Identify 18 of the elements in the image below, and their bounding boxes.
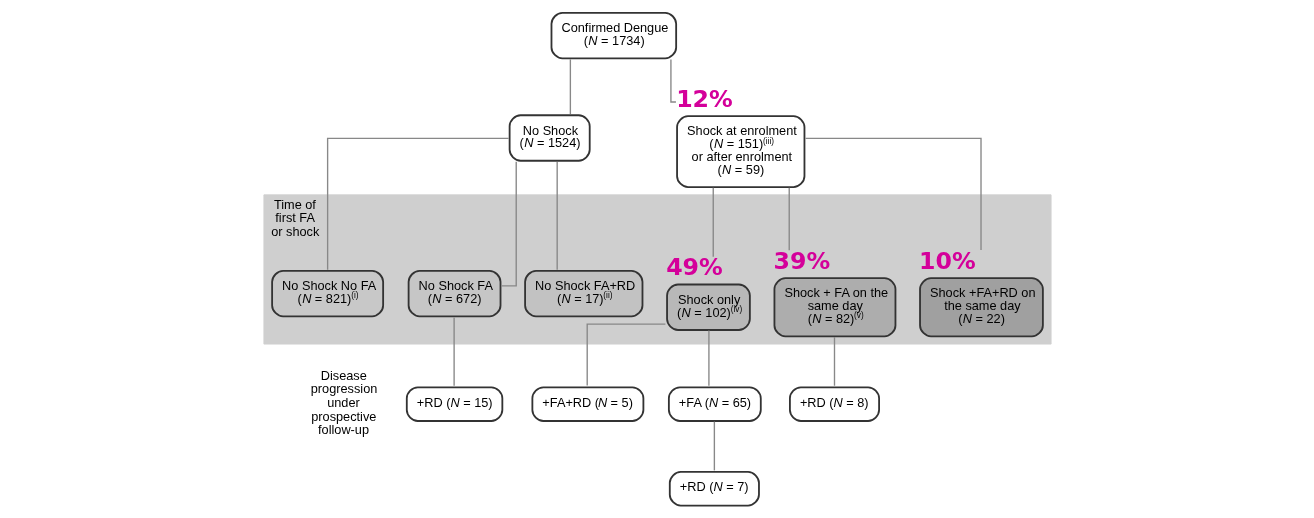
connector bbox=[707, 329, 710, 387]
connector bbox=[833, 336, 835, 387]
label: Disease progression under prospective follow-up bbox=[310, 367, 377, 438]
connector bbox=[669, 58, 677, 103]
connector bbox=[712, 186, 714, 258]
connector bbox=[788, 186, 790, 251]
connector bbox=[500, 161, 517, 287]
connector bbox=[586, 323, 666, 387]
connector bbox=[452, 316, 455, 387]
node-label: 39% bbox=[773, 246, 830, 275]
node-label: 49% bbox=[665, 253, 723, 282]
connector bbox=[804, 137, 982, 251]
connector bbox=[556, 161, 558, 271]
node-label: 12% bbox=[675, 84, 733, 113]
connector bbox=[713, 420, 715, 472]
node-label: 10% bbox=[918, 246, 976, 275]
connector bbox=[569, 58, 571, 115]
connector bbox=[326, 137, 509, 271]
